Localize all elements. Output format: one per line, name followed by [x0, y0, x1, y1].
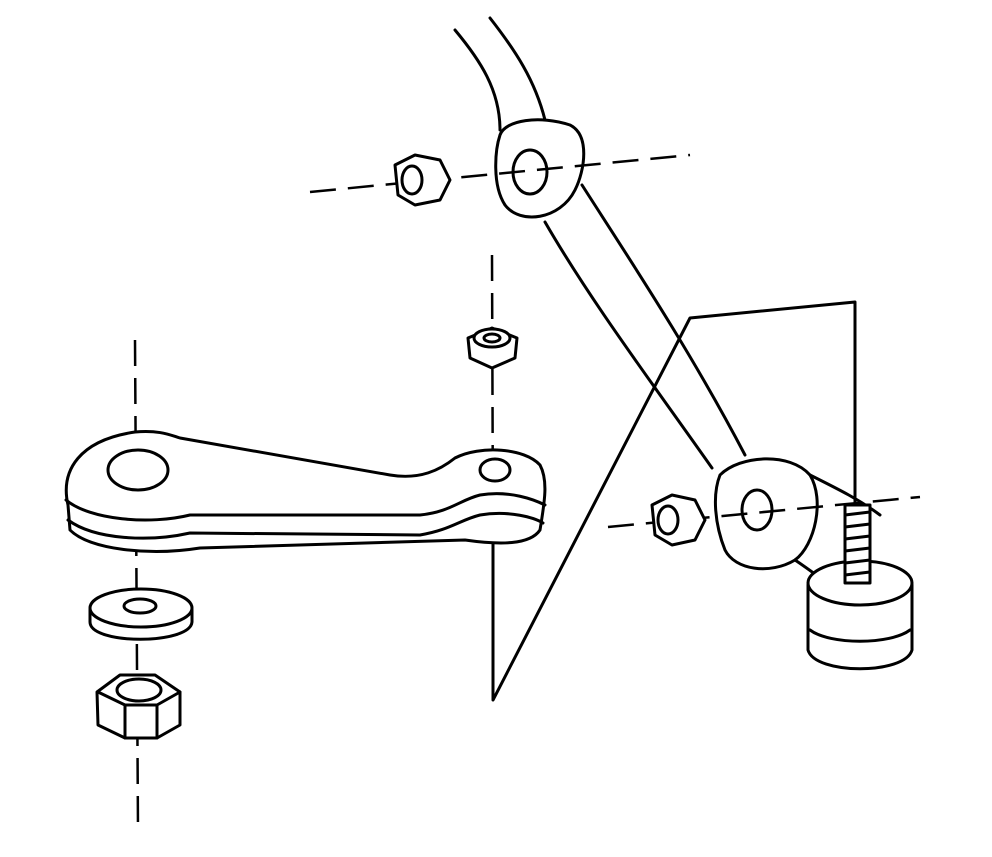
upper-nut [393, 153, 452, 207]
washer [88, 587, 194, 641]
lower-nut [650, 493, 707, 547]
lower-eye-hole [740, 488, 774, 532]
threaded-stud [843, 503, 872, 585]
bracket [491, 300, 857, 702]
idler-arm-lever [64, 430, 547, 553]
mount-bushing-stud [806, 503, 914, 671]
lever-large-hole [106, 448, 170, 492]
left-axis-line [133, 339, 140, 831]
upper-axis-line [309, 153, 691, 194]
top-nut [466, 326, 519, 370]
lever-small-hole [478, 457, 512, 483]
bottom-nut [95, 673, 182, 740]
